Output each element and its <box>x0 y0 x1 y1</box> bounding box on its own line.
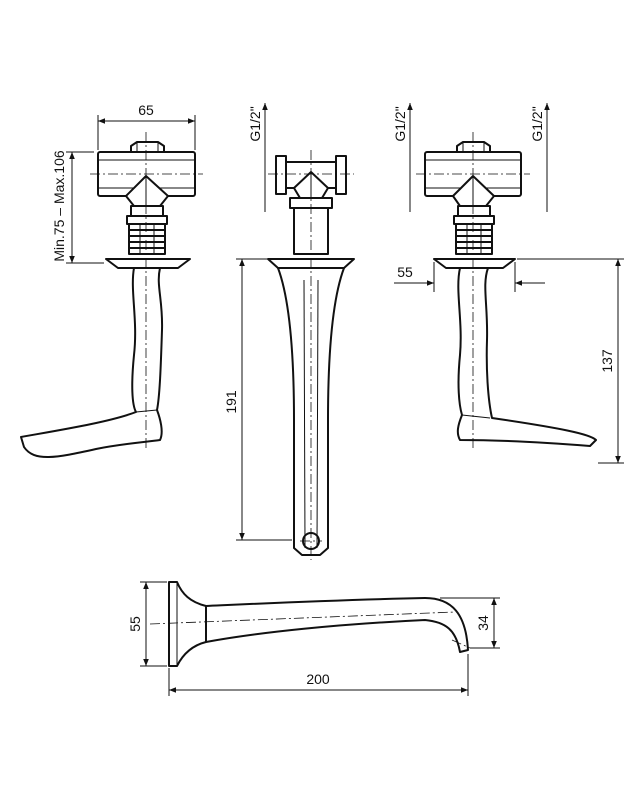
bottom-spout-view: 55 34 200 <box>127 581 500 696</box>
dim-top-width: 65 <box>138 102 154 118</box>
dim-thread-right-b: G1/2" <box>529 106 545 141</box>
dim-height-right: 137 <box>599 349 615 373</box>
dim-offset-right: 55 <box>397 264 413 280</box>
dim-spout-length: 200 <box>306 671 330 687</box>
center-spout-view: G1/2" 191 <box>223 103 355 560</box>
left-handle-view: 65 Min.75 – Max.106 <box>20 102 203 458</box>
dim-spout-height: 55 <box>127 616 143 632</box>
dim-handle-range: Min.75 – Max.106 <box>51 150 67 261</box>
right-handle-view: G1/2" G1/2" 55 137 <box>392 103 624 464</box>
dim-thread-right-a: G1/2" <box>392 106 408 141</box>
dim-thread-center: G1/2" <box>247 106 263 141</box>
dim-height-center: 191 <box>223 390 239 414</box>
dim-spout-drop: 34 <box>475 615 491 631</box>
